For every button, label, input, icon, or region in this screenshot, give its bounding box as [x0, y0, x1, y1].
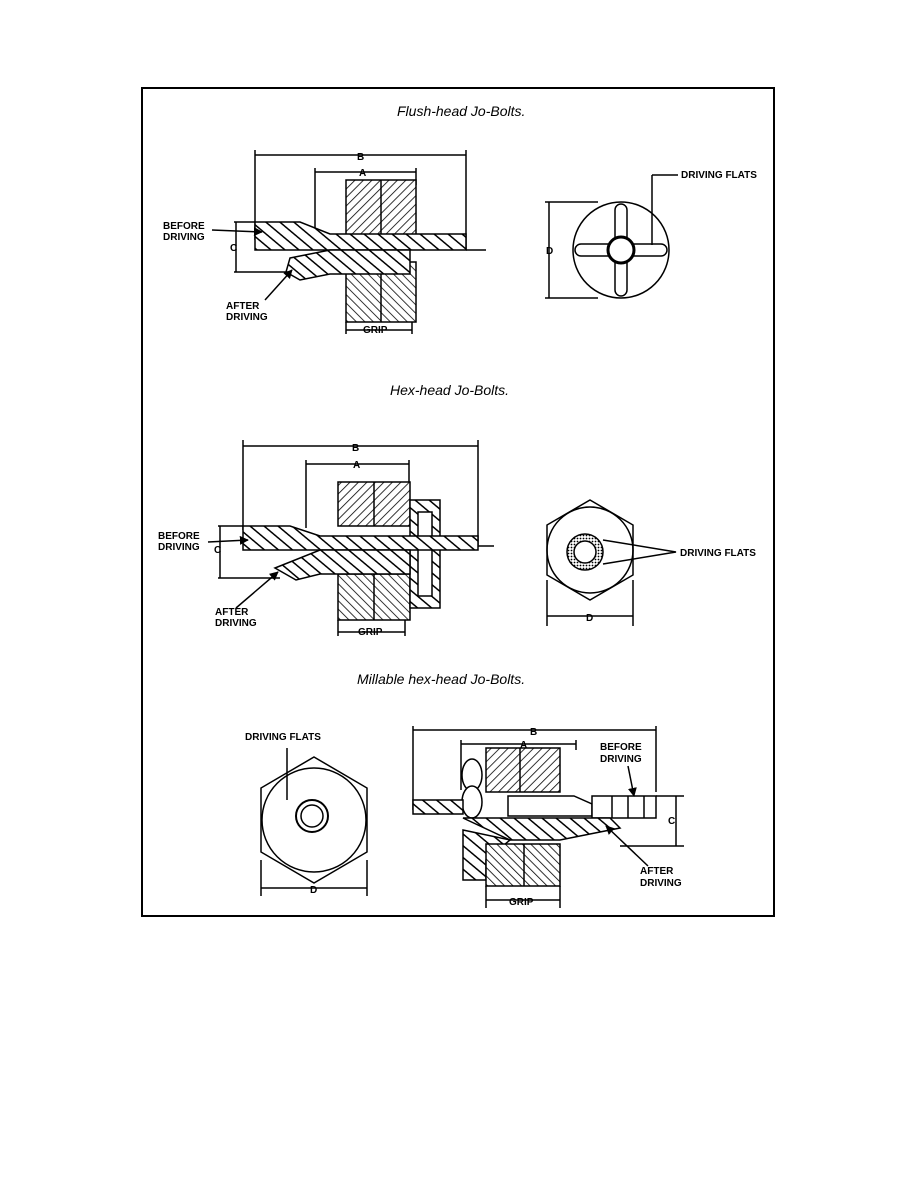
title-flush-head: Flush-head Jo-Bolts. — [397, 103, 526, 119]
flush-after-2: DRIVING — [226, 312, 268, 323]
millable-end-labels: DRIVING FLATS D — [245, 732, 321, 896]
hex-end-labels: D DRIVING FLATS — [586, 548, 756, 624]
hex-after-1: AFTER — [215, 607, 249, 618]
hex-dim-c: C — [214, 545, 221, 556]
millable-dim-b: B — [530, 727, 537, 738]
hex-grip: GRIP — [358, 627, 383, 638]
flush-before-1: BEFORE — [163, 221, 205, 232]
flush-end-labels: D DRIVING FLATS — [546, 170, 757, 257]
flush-grip: GRIP — [363, 325, 388, 336]
millable-before-1: BEFORE — [600, 742, 642, 753]
millable-after-2: DRIVING — [640, 878, 682, 889]
millable-side-labels: B A C BEFORE DRIVING AFTER DRIVING GRIP — [509, 727, 682, 908]
hex-head-labels: B A C BEFORE DRIVING AFTER DRIVING GRIP — [158, 443, 383, 638]
millable-grip: GRIP — [509, 897, 534, 908]
millable-dim-c: C — [668, 816, 675, 827]
hex-before-2: DRIVING — [158, 542, 200, 553]
hex-dim-a: A — [353, 460, 360, 471]
title-hex-head: Hex-head Jo-Bolts. — [390, 382, 510, 398]
flush-dim-a: A — [359, 168, 366, 179]
hex-dim-b: B — [352, 443, 359, 454]
flush-dim-c: C — [230, 243, 237, 254]
millable-driving-flats: DRIVING FLATS — [245, 732, 321, 743]
flush-head-side-view — [211, 150, 486, 334]
millable-before-2: DRIVING — [600, 754, 642, 765]
millable-dim-d: D — [310, 885, 317, 896]
hex-head-end-view — [546, 499, 677, 626]
millable-dim-a: A — [520, 740, 527, 751]
hex-after-2: DRIVING — [215, 618, 257, 629]
flush-before-2: DRIVING — [163, 232, 205, 243]
flush-driving-flats: DRIVING FLATS — [681, 170, 757, 181]
flush-dim-b: B — [357, 152, 364, 163]
title-millable-hex-head: Millable hex-head Jo-Bolts. — [357, 671, 526, 687]
millable-side-view — [412, 726, 684, 908]
hex-driving-flats: DRIVING FLATS — [680, 548, 756, 559]
flush-head-end-view — [545, 174, 678, 299]
hex-dim-d: D — [586, 613, 593, 624]
millable-end-view — [260, 748, 368, 896]
flush-after-1: AFTER — [226, 301, 260, 312]
hex-head-side-view — [207, 440, 494, 636]
flush-head-labels: B A C BEFORE DRIVING AFTER DRIVING GRIP — [163, 152, 388, 336]
hex-before-1: BEFORE — [158, 531, 200, 542]
millable-after-1: AFTER — [640, 866, 674, 877]
flush-dim-d: D — [546, 246, 553, 257]
figure-frame — [141, 87, 775, 917]
